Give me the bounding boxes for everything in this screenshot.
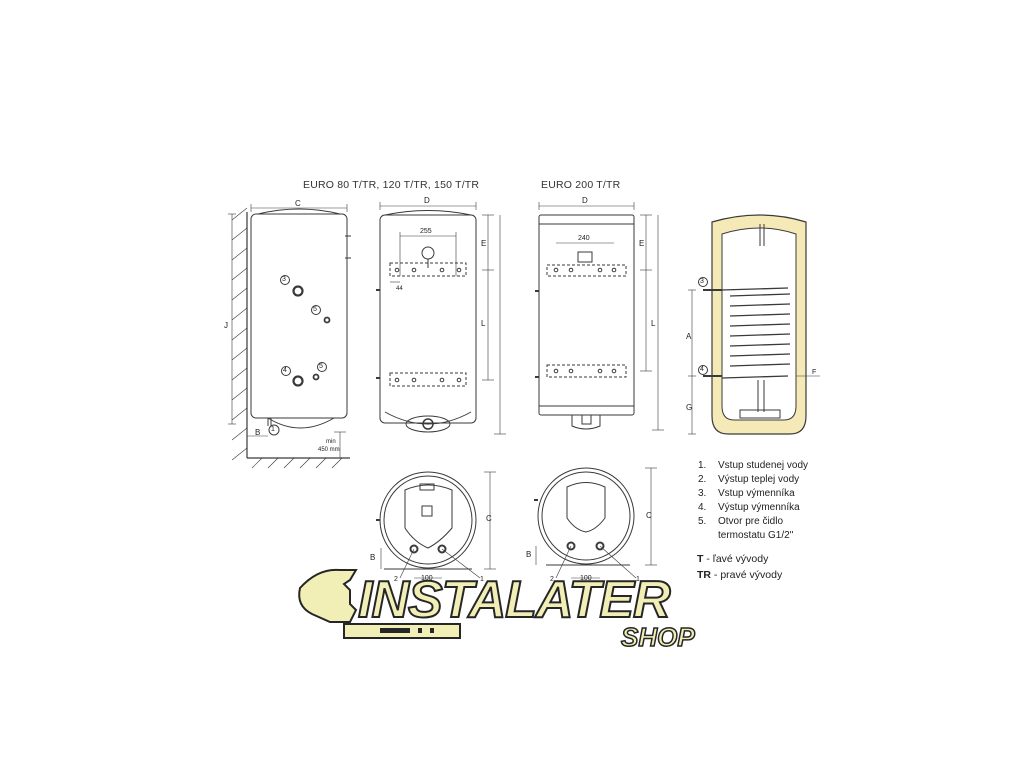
dim-b-side: B (255, 428, 261, 437)
cross-section-view (688, 214, 820, 435)
dim-240: 240 (578, 235, 590, 242)
callout-2-bottom-200: 2 (550, 576, 554, 583)
legend-item: 4.Výstup výmenníka (698, 502, 800, 513)
callout-3-side: 3 (282, 276, 286, 283)
legend-item: 1.Vstup studenej vody (698, 460, 809, 471)
dim-l-200: L (651, 319, 656, 328)
callout-1-bottom-200: 1 (636, 576, 640, 583)
front-view-euro-200 (535, 202, 664, 431)
dim-100-b: 100 (580, 575, 592, 582)
dim-b-bottom-200: B (526, 550, 532, 559)
dim-100-a: 100 (421, 575, 433, 582)
bottom-view-euro-200 (534, 467, 657, 579)
dim-d-200: D (582, 196, 588, 205)
callout-1-bottom: 1 (480, 576, 484, 583)
callout-1-side: 1 (271, 426, 275, 433)
dim-c-bottom-200: C (646, 511, 652, 520)
dim-b-bottom: B (370, 553, 376, 562)
legend-item: 3.Vstup výmenníka (698, 488, 795, 499)
dim-j: J (224, 321, 228, 330)
dim-e-front: E (481, 239, 487, 248)
dim-f: F (812, 369, 817, 376)
callout-4-side: 4 (283, 367, 287, 374)
logo-wordmark: INSTALATER (357, 571, 672, 629)
logo-subtitle: SHOP (620, 622, 695, 652)
variant-t: T - ľavé vývody (697, 553, 769, 565)
bottom-view-euro-80-150 (376, 471, 496, 579)
front-view-euro-80-150 (376, 202, 506, 435)
dim-g: G (686, 403, 693, 412)
dim-c-bottom: C (486, 514, 492, 523)
dim-l-front: L (481, 319, 486, 328)
dim-a: A (686, 332, 692, 341)
callout-5b-side: 5 (319, 363, 323, 370)
callout-3-section: 3 (700, 278, 704, 285)
dim-c-side: C (295, 199, 301, 208)
callout-4-section: 4 (700, 366, 704, 373)
legend-item: termostatu G1/2" (718, 530, 794, 541)
variant-tr: TR - pravé vývody (697, 569, 783, 581)
callout-5-side: 5 (313, 306, 317, 313)
legend-item: 2.Výstup teplej vody (698, 474, 800, 485)
side-view-wall-mounted (228, 204, 351, 469)
title-euro-200: EURO 200 T/TR (541, 179, 621, 191)
dim-min-label: min (326, 439, 336, 445)
instalater-shop-logo (298, 568, 461, 639)
dim-44: 44 (396, 286, 403, 292)
callout-2-bottom: 2 (394, 576, 398, 583)
dim-e-200: E (639, 239, 645, 248)
dim-d-front: D (424, 196, 430, 205)
title-euro-80-150: EURO 80 T/TR, 120 T/TR, 150 T/TR (303, 179, 480, 191)
dim-min-value: 450 mm (318, 447, 340, 453)
dim-255: 255 (420, 228, 432, 235)
legend-item: 5.Otvor pre čidlo (698, 516, 784, 527)
